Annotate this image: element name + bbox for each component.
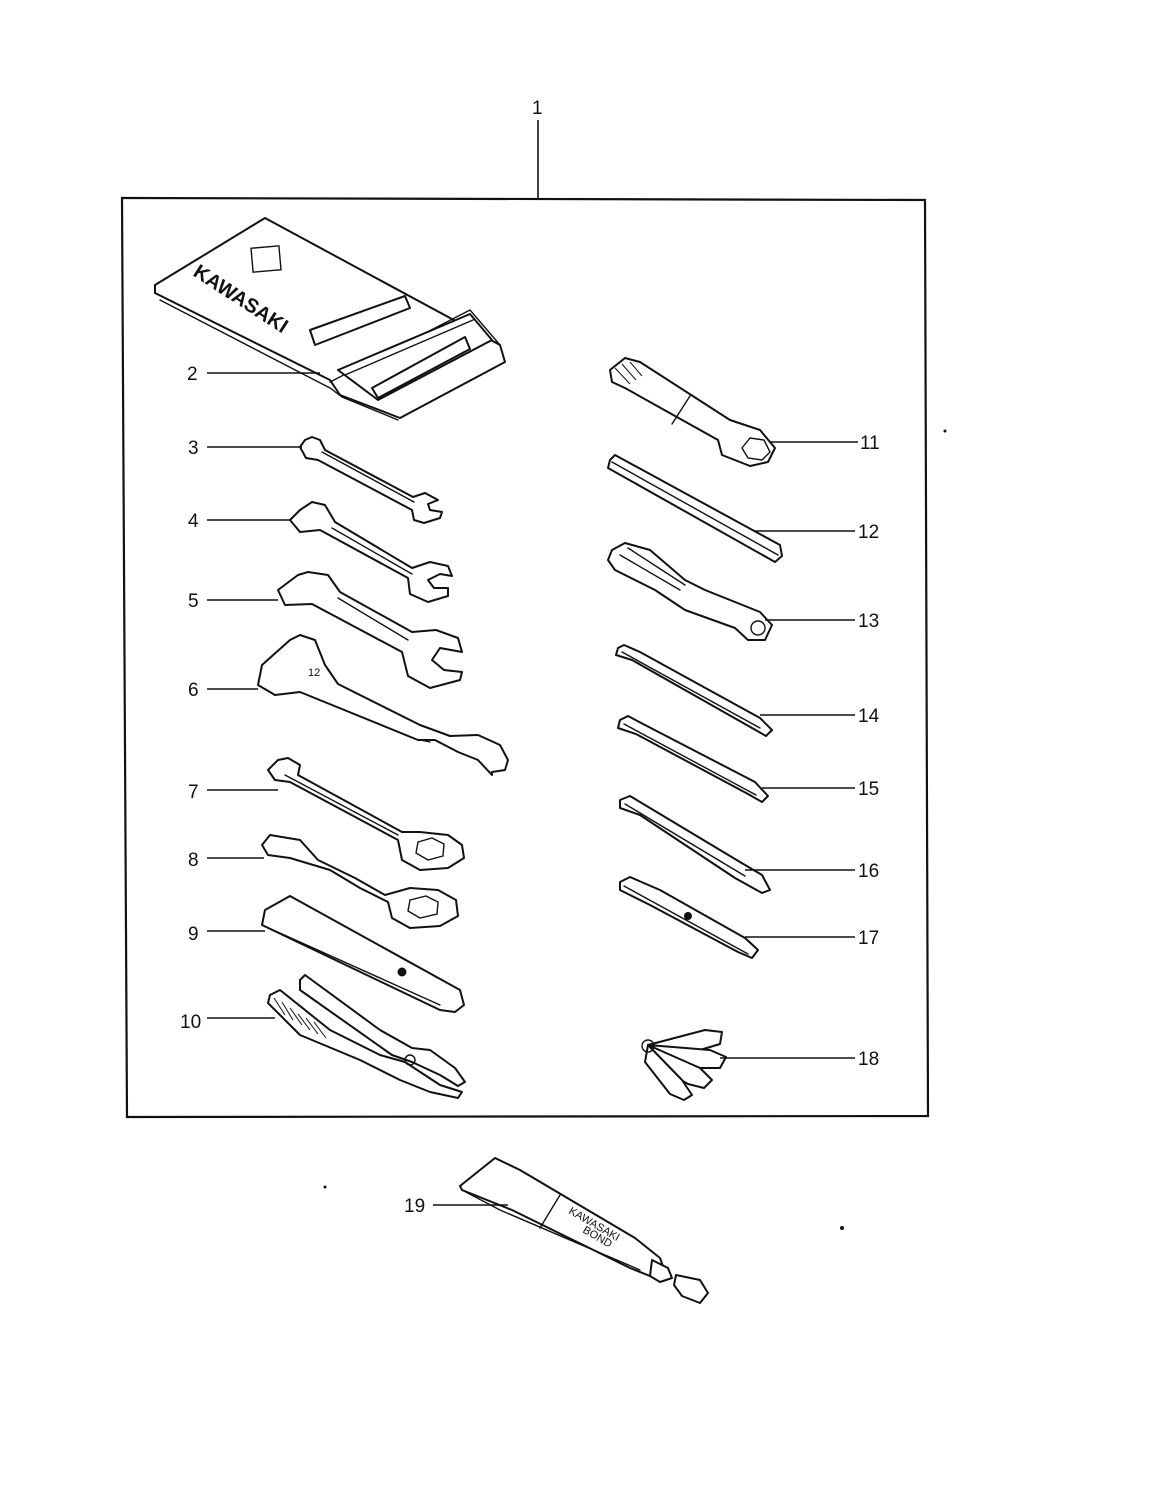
spark-plug-socket	[609, 357, 776, 467]
callout-16: 16	[858, 861, 879, 882]
wrench-handle	[261, 895, 465, 1013]
kawasaki-bond-tube: KAWASAKI BOND	[459, 1157, 709, 1304]
callout-10: 10	[180, 1012, 201, 1033]
hook-spanner-wrench: 12	[257, 634, 509, 776]
tommy-bar	[607, 454, 783, 563]
callout-11: 11	[860, 433, 880, 454]
flat-spanner	[619, 876, 759, 959]
callout-14: 14	[858, 706, 880, 727]
callout-7: 7	[188, 782, 199, 803]
tool-kit-frame	[120, 196, 930, 1119]
callout-1: 1	[532, 98, 543, 119]
offset-box-wrench	[261, 834, 459, 929]
scan-speck	[943, 429, 947, 433]
callout-19: 19	[404, 1196, 425, 1217]
callout-8: 8	[188, 850, 199, 871]
callout-9: 9	[188, 924, 199, 945]
wrench-small	[299, 436, 443, 524]
callout-18: 18	[858, 1049, 879, 1070]
screwdriver-bit-1	[615, 644, 773, 737]
callout-17: 17	[858, 928, 879, 949]
svg-text:12: 12	[308, 667, 320, 679]
scan-speck	[323, 1185, 327, 1189]
flat-screwdriver-bit	[619, 795, 771, 894]
callout-12: 12	[858, 522, 879, 543]
callout-15: 15	[858, 779, 879, 800]
callout-3: 3	[188, 438, 199, 459]
tool-bag: KAWASAKI	[154, 217, 506, 421]
callout-5: 5	[188, 591, 199, 612]
wrench-medium	[289, 501, 453, 603]
callout-13: 13	[858, 611, 879, 632]
callout-2: 2	[187, 364, 198, 385]
feeler-gauge	[641, 1029, 727, 1101]
callout-6: 6	[188, 680, 199, 701]
callout-4: 4	[188, 511, 199, 532]
scan-speck	[840, 1226, 844, 1230]
screwdriver-bit-2	[617, 715, 769, 803]
screwdriver-handle	[607, 542, 773, 641]
box-wrench	[267, 757, 465, 871]
pliers	[267, 974, 466, 1099]
wrench-large	[277, 571, 463, 689]
